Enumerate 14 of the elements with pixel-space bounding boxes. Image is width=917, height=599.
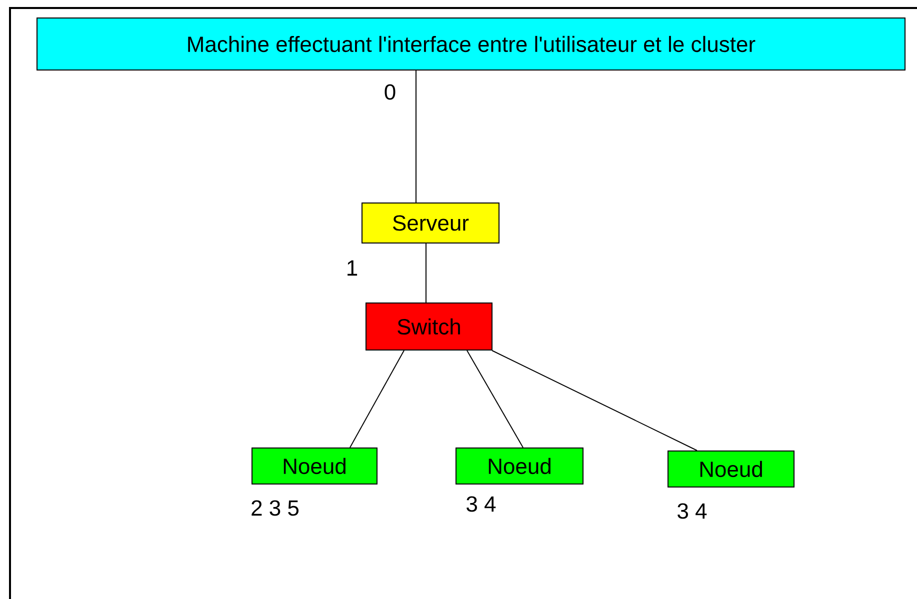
port-number: 3 4 <box>466 496 496 512</box>
device-box: Noeud <box>456 448 584 484</box>
device-box: Serveur <box>362 202 500 244</box>
port-number: 2 3 5 <box>252 500 299 516</box>
connector-line <box>466 350 524 448</box>
connector-line <box>492 350 698 451</box>
device-box: Noeud <box>252 448 378 484</box>
device-box: Noeud <box>668 450 795 488</box>
port-number: 3 4 <box>678 503 707 519</box>
title-box: Machine effectuant l'interface entre l'utilisateur et le cluster <box>36 18 906 70</box>
connector-line <box>350 350 404 448</box>
port-number: 1 <box>348 260 358 276</box>
device-box: Switch <box>366 302 492 350</box>
port-number: 0 <box>384 84 396 100</box>
